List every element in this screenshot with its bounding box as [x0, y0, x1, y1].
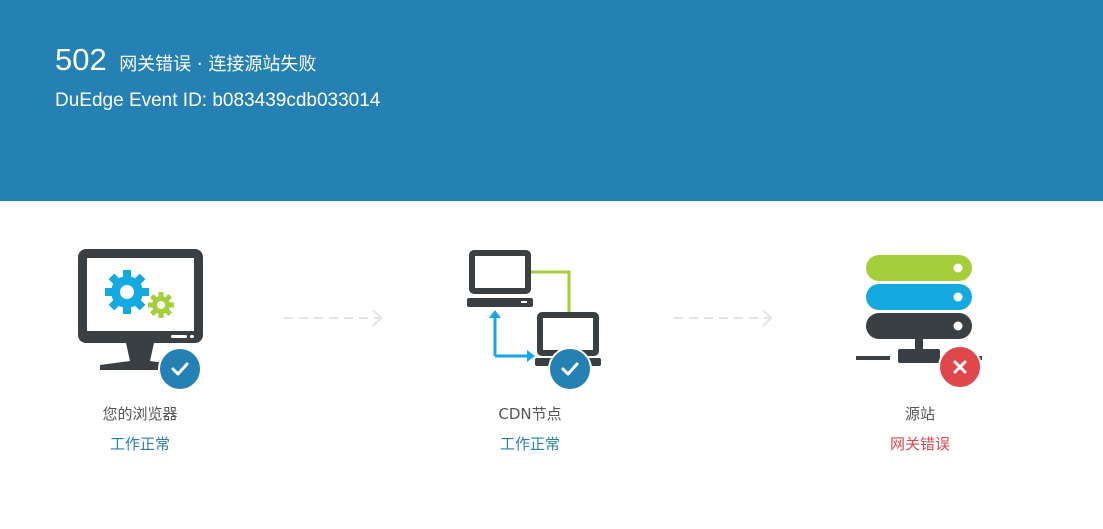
- arrow-right-icon: [284, 309, 383, 327]
- node-label-origin: 源站: [904, 405, 935, 423]
- arrow-right-icon: [674, 309, 773, 327]
- close-icon: [938, 345, 982, 389]
- monitor-gears-icon: [78, 249, 203, 370]
- node-status-browser: 工作正常: [109, 435, 170, 453]
- error-code: 502: [55, 42, 107, 77]
- node-label-browser: 您的浏览器: [102, 405, 178, 423]
- check-icon: [548, 347, 592, 391]
- network-computers-icon: [467, 250, 601, 366]
- error-message: 网关错误 · 连接源站失败: [119, 54, 317, 75]
- event-id: DuEdge Event ID: b083439cdb033014: [55, 90, 381, 111]
- server-stack-icon: [856, 255, 982, 363]
- check-icon: [158, 347, 202, 391]
- error-title: 502 网关错误 · 连接源站失败: [55, 40, 316, 80]
- node-label-cdn: CDN节点: [498, 405, 562, 423]
- status-diagram: 您的浏览器 工作正常 CDN节点: [0, 201, 1103, 529]
- node-status-cdn: 工作正常: [499, 435, 560, 453]
- node-status-origin: 网关错误: [889, 435, 950, 453]
- error-header: 502 网关错误 · 连接源站失败 DuEdge Event ID: b0834…: [0, 0, 1103, 201]
